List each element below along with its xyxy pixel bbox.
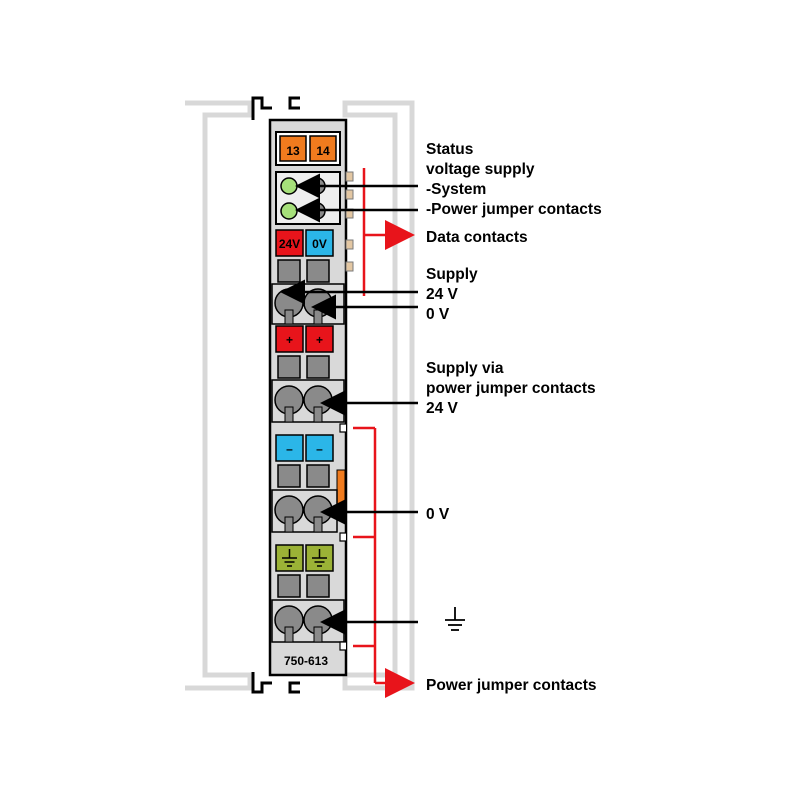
label-status: Status <box>426 141 473 158</box>
tag-0v <box>305 229 334 257</box>
tag-minus-2 <box>305 434 334 462</box>
annotation-labels: Status voltage supply -System -Power jum… <box>426 141 602 694</box>
tag-plus-2 <box>305 325 334 353</box>
tag-24v <box>275 229 304 257</box>
label-supply-via: Supply via <box>426 360 504 377</box>
label-supply-24v: 24 V <box>426 286 459 303</box>
push-buttons-3 <box>277 464 330 488</box>
label-supply-via-24v: 24 V <box>426 400 459 417</box>
label-supply-0v: 0 V <box>426 306 450 323</box>
tag-plus-2-label: + <box>316 333 323 347</box>
wire-clamps-3 <box>271 489 338 533</box>
label-power-jumper-contacts: Power jumper contacts <box>426 677 597 694</box>
data-contacts-bracket <box>362 168 415 296</box>
data-contact-notches <box>345 171 354 272</box>
label-0v: 0 V <box>426 506 450 523</box>
orange-side-marker <box>336 469 346 505</box>
led-14 <box>309 135 337 162</box>
label-power-jumper: -Power jumper contacts <box>426 201 602 218</box>
tag-minus-2-label: – <box>316 442 323 456</box>
wire-clamps-4 <box>271 599 345 643</box>
ground-icon <box>282 549 297 567</box>
wire-clamps-1 <box>271 283 345 325</box>
label-voltage-supply: voltage supply <box>426 161 535 178</box>
tag-plus-1-label: + <box>286 333 293 347</box>
label-system: -System <box>426 181 486 198</box>
push-buttons-1 <box>277 259 330 283</box>
tag-plus-1 <box>275 325 304 353</box>
status-led-system <box>280 177 298 195</box>
tag-24v-label: 24V <box>279 237 300 251</box>
push-buttons-4 <box>277 574 330 598</box>
part-number: 750-613 <box>284 654 328 668</box>
housing-clips <box>251 96 300 694</box>
ground-icon <box>445 607 465 631</box>
power-jumper-bracket <box>353 426 415 698</box>
led-13-label: 13 <box>286 144 300 158</box>
push-buttons-2 <box>277 355 330 379</box>
tag-minus-1 <box>275 434 304 462</box>
label-supply: Supply <box>426 266 478 283</box>
tag-minus-1-label: – <box>286 442 293 456</box>
status-led-power-jumper <box>280 202 298 220</box>
led-13 <box>279 135 307 162</box>
label-supply-via-pjc: power jumper contacts <box>426 380 596 397</box>
ground-icon <box>312 549 327 567</box>
power-jumper-notches <box>339 423 346 651</box>
tag-0v-label: 0V <box>312 237 327 251</box>
wire-clamps-2 <box>271 379 345 423</box>
led-14-label: 14 <box>316 144 330 158</box>
pointer-arrows <box>280 173 418 635</box>
label-data-contacts: Data contacts <box>426 229 528 246</box>
